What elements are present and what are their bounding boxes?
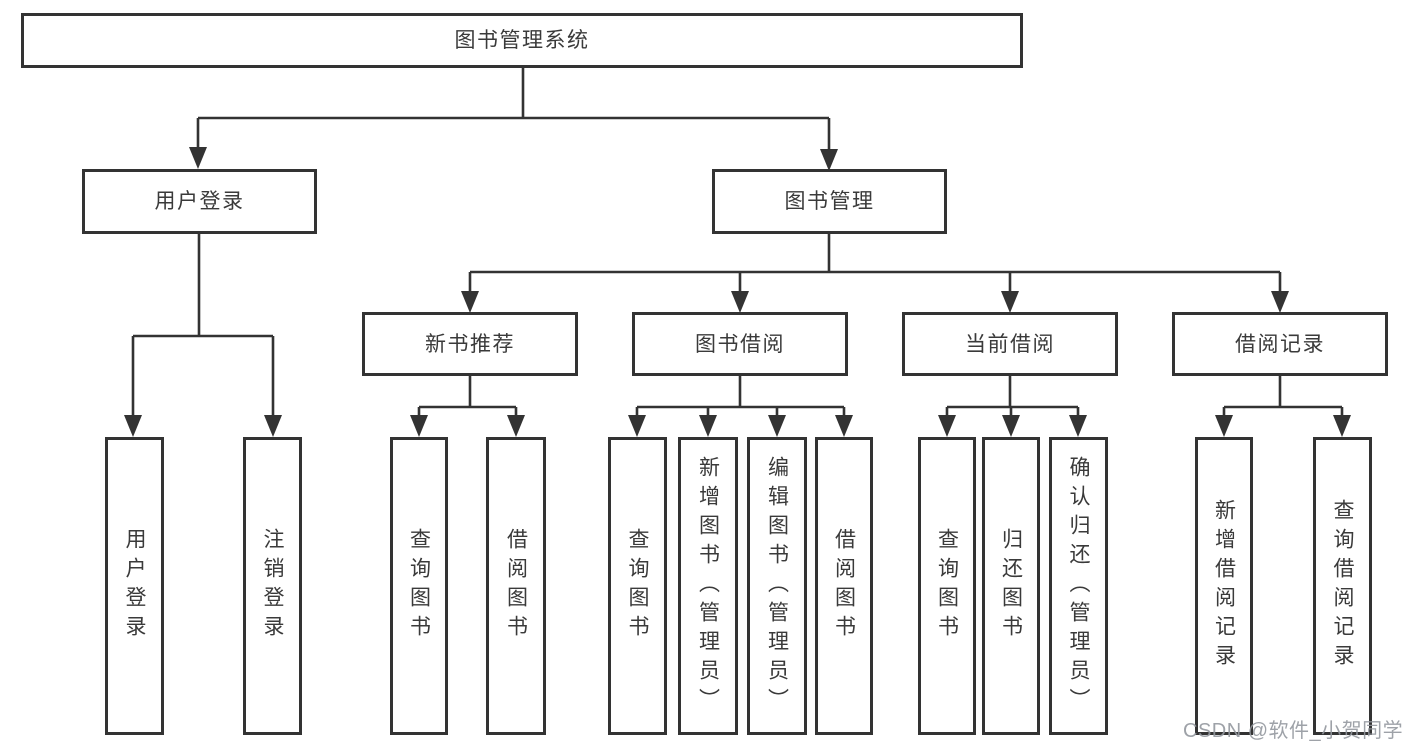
leaf-query-books-current: 查询图书 (918, 437, 976, 735)
node-book-borrowing: 图书借阅 (632, 312, 848, 376)
node-borrowing-records: 借阅记录 (1172, 312, 1388, 376)
node-new-book-recommend: 新书推荐 (362, 312, 578, 376)
node-book-management: 图书管理 (712, 169, 947, 234)
leaf-borrow-books-recommend: 借阅图书 (486, 437, 546, 735)
leaf-user-login: 用户登录 (105, 437, 164, 735)
node-user-login: 用户登录 (82, 169, 317, 234)
leaf-logout-login: 注销登录 (243, 437, 302, 735)
leaf-confirm-return-admin: 确认归还（管理员） (1049, 437, 1108, 735)
leaf-query-books-borrowing: 查询图书 (608, 437, 667, 735)
leaf-add-borrow-record: 新增借阅记录 (1195, 437, 1253, 735)
leaf-edit-books-admin: 编辑图书（管理员） (747, 437, 807, 735)
leaf-return-books: 归还图书 (982, 437, 1040, 735)
leaf-borrow-books-borrowing: 借阅图书 (815, 437, 873, 735)
leaf-add-books-admin: 新增图书（管理员） (678, 437, 738, 735)
node-current-borrowing: 当前借阅 (902, 312, 1118, 376)
csdn-watermark: CSDN @软件_小贺同学 (1183, 720, 1404, 742)
leaf-query-borrow-record: 查询借阅记录 (1313, 437, 1372, 735)
node-library-system: 图书管理系统 (21, 13, 1023, 68)
leaf-query-books-recommend: 查询图书 (390, 437, 448, 735)
